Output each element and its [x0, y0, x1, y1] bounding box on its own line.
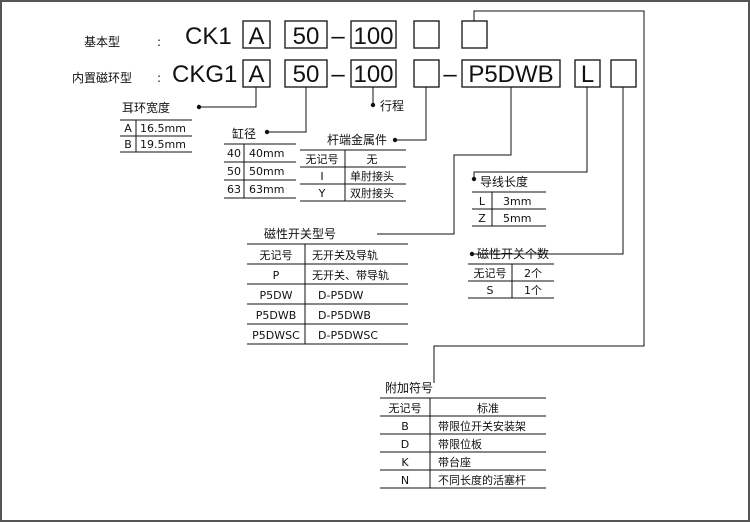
- ear-width-title: 耳环宽度: [122, 100, 170, 115]
- table-cell: I: [320, 170, 323, 183]
- basic-type-colon: :: [157, 35, 161, 49]
- table-cell: 3mm: [503, 195, 531, 208]
- leader-extra: [433, 10, 645, 383]
- table-cell: 5mm: [503, 212, 531, 225]
- leader-switch-count-dot: [469, 251, 475, 257]
- leader-lead-length: [473, 87, 588, 179]
- leader-stroke-dot: [370, 102, 376, 108]
- leader-lead-length-dot: [471, 176, 477, 182]
- table-cell: 63mm: [249, 183, 284, 196]
- leader-switch-count: [472, 87, 624, 255]
- builtin-type-label: 内置磁环型: [72, 70, 132, 85]
- extra-table: 无记号 标准 B 带限位开关安装架 D 带限位板 K 带台座 N 不同长度的活塞…: [380, 397, 546, 489]
- table-cell: 无记号: [389, 402, 422, 415]
- table-cell: 1个: [524, 284, 542, 297]
- table-cell: 40: [227, 147, 241, 160]
- table-cell: 双肘接头: [350, 186, 394, 200]
- builtin-seg-stroke: 100: [353, 61, 393, 88]
- switch-model-table: 无记号 无开关及导轨 P 无开关、带导轨 P5DW D-P5DW P5DWB D…: [247, 243, 408, 345]
- table-cell: 2个: [524, 267, 542, 280]
- table-cell: Z: [478, 212, 486, 225]
- table-cell: 无记号: [260, 249, 293, 262]
- lead-length-table: L 3mm Z 5mm: [472, 191, 546, 227]
- table-cell: L: [479, 195, 486, 208]
- table-cell: D: [401, 438, 409, 451]
- leader-bore: [267, 87, 307, 133]
- switch-count-title: 磁性开关个数: [477, 246, 549, 261]
- builtin-seg-dash: –: [331, 61, 345, 88]
- builtin-seg-rodend-box: [413, 59, 440, 88]
- table-cell: 带限位开关安装架: [438, 419, 526, 433]
- table-cell: 50mm: [249, 165, 284, 178]
- extra-title: 附加符号: [385, 380, 433, 395]
- table-cell: P5DWB: [256, 309, 297, 322]
- table-cell: B: [401, 420, 409, 433]
- leader-ear-width: [199, 87, 257, 108]
- table-cell: D-P5DWSC: [318, 329, 378, 342]
- builtin-seg-dash2: –: [443, 61, 457, 88]
- builtin-seg-a: A: [248, 61, 264, 88]
- table-cell: 16.5mm: [140, 122, 186, 135]
- table-cell: P5DW: [260, 289, 293, 302]
- switch-model-title: 磁性开关型号: [264, 226, 336, 241]
- table-cell: K: [401, 456, 409, 469]
- table-cell: 无开关、带导轨: [312, 268, 389, 282]
- leader-rod-end-dot: [392, 137, 398, 143]
- rod-end-title: 杆端金属件: [327, 132, 387, 147]
- table-cell: D-P5DWB: [318, 309, 371, 322]
- table-cell: 无记号: [474, 267, 507, 280]
- bore-title: 缸径: [232, 126, 256, 141]
- table-cell: 带台座: [438, 455, 471, 469]
- basic-type-label: 基本型: [84, 35, 120, 49]
- table-cell: 无: [367, 153, 378, 166]
- table-cell: S: [487, 284, 494, 297]
- builtin-type-prefix: CKG1: [172, 61, 237, 88]
- builtin-seg-count-box: [610, 59, 637, 88]
- table-cell: 单肘接头: [350, 169, 394, 183]
- table-cell: 无记号: [306, 153, 339, 166]
- basic-seg-a: A: [248, 23, 264, 50]
- basic-seg-stroke: 100: [353, 23, 393, 50]
- table-cell: P: [273, 269, 280, 282]
- stroke-label: 行程: [380, 98, 404, 113]
- basic-seg-bore-box: [284, 20, 328, 49]
- table-cell: 标准: [477, 401, 499, 415]
- table-cell: 40mm: [249, 147, 284, 160]
- table-cell: Y: [318, 187, 326, 200]
- table-cell: 无开关及导轨: [312, 248, 378, 262]
- basic-seg-rodend-box: [413, 20, 440, 49]
- basic-seg-extra-box: [461, 20, 488, 49]
- lead-length-title: 导线长度: [480, 174, 528, 189]
- table-cell: 63: [227, 183, 241, 196]
- table-cell: P5DWSC: [252, 329, 300, 342]
- leader-rod-end: [395, 87, 427, 141]
- table-cell: 不同长度的活塞杆: [438, 473, 526, 487]
- bore-table: 40 40mm 50 50mm 63 63mm: [224, 143, 296, 199]
- table-cell: D-P5DW: [318, 289, 364, 302]
- builtin-type-colon: :: [157, 71, 161, 85]
- ear-width-table: A 16.5mm B 19.5mm: [120, 119, 192, 153]
- basic-seg-a-box: [242, 20, 271, 49]
- leader-switch-model: [377, 87, 512, 235]
- basic-seg-dash: –: [331, 23, 345, 50]
- basic-seg-bore: 50: [293, 23, 320, 50]
- builtin-seg-lead: L: [581, 61, 594, 88]
- basic-type-prefix: CK1: [185, 23, 232, 50]
- rod-end-table: 无记号 无 I 单肘接头 Y 双肘接头: [300, 149, 406, 202]
- builtin-seg-bore: 50: [293, 61, 320, 88]
- table-cell: N: [401, 474, 409, 487]
- leader-ear-width-dot: [196, 104, 202, 110]
- basic-seg-stroke-box: [350, 20, 397, 49]
- table-cell: B: [124, 138, 132, 151]
- leader-bore-dot: [264, 129, 270, 135]
- builtin-seg-switch: P5DWB: [468, 61, 553, 88]
- table-cell: 50: [227, 165, 241, 178]
- table-cell: A: [124, 122, 132, 135]
- switch-count-table: 无记号 2个 S 1个: [468, 263, 554, 299]
- table-cell: 带限位板: [438, 437, 482, 451]
- table-cell: 19.5mm: [140, 138, 186, 151]
